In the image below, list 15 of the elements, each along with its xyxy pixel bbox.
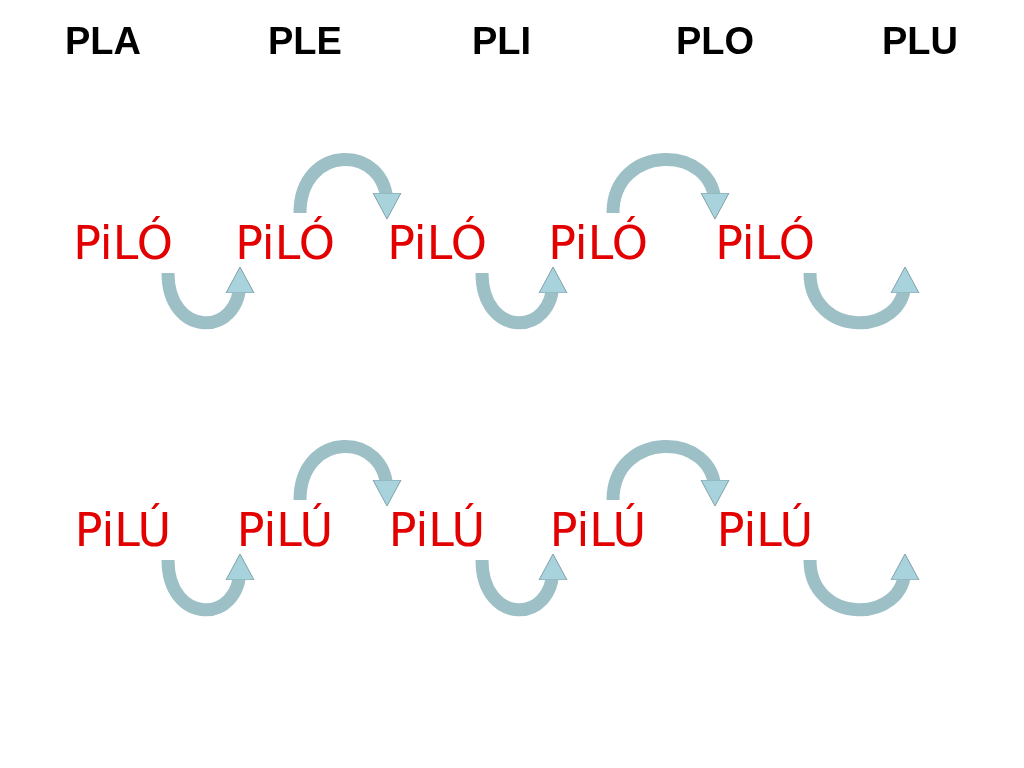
word: PiLÓ — [68, 213, 178, 273]
word: PiLÓ — [382, 213, 492, 273]
syllable-heading: PLO — [676, 20, 755, 63]
syllable-heading: PLE — [268, 20, 342, 63]
word: PiLÚ — [68, 500, 178, 560]
word: PiLÓ — [543, 213, 653, 273]
word: PiLÚ — [543, 500, 653, 560]
word: PiLÚ — [710, 500, 820, 560]
syllable-heading: PLI — [472, 20, 532, 63]
syllable-heading: PLA — [65, 20, 141, 63]
word: PiLÚ — [382, 500, 492, 560]
word: PiLÓ — [230, 213, 340, 273]
word: PiLÚ — [230, 500, 340, 560]
syllable-heading: PLU — [882, 20, 958, 63]
word: PiLÓ — [710, 213, 820, 273]
